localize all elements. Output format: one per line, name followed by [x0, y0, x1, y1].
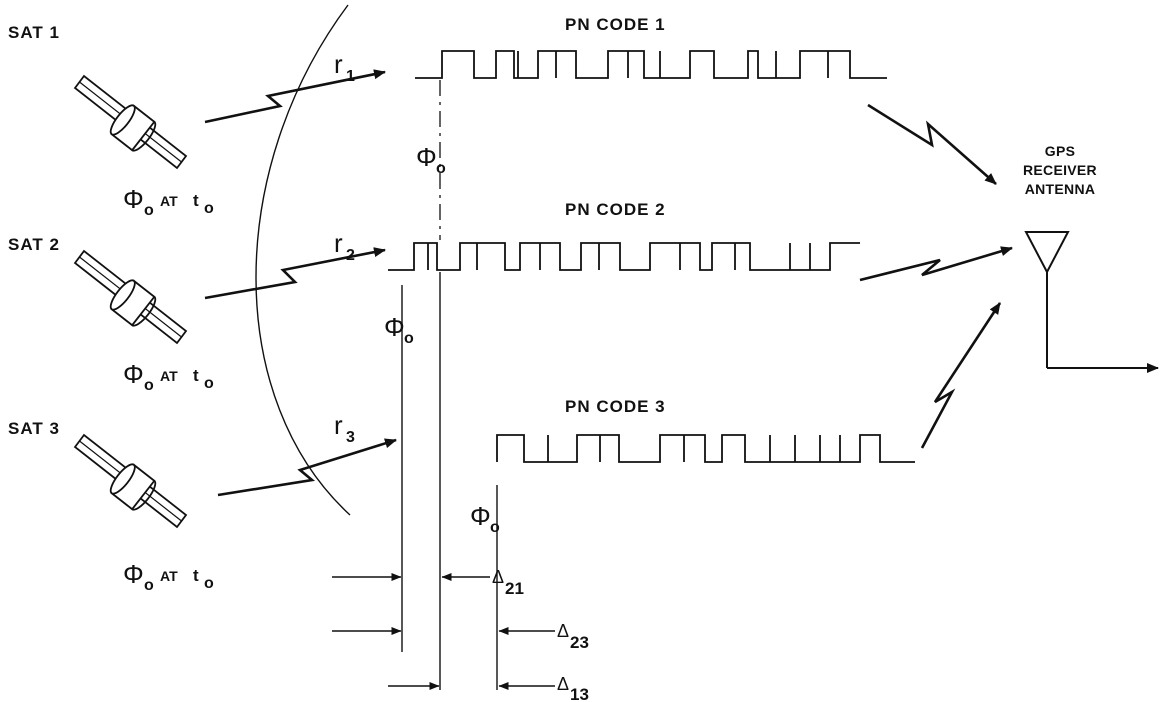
phase-marker-3: Φ o	[470, 501, 500, 536]
sat1-phase-sub: o	[144, 202, 154, 219]
delta-13-label: Δ 13	[557, 674, 589, 702]
satellite-3-icon	[74, 434, 187, 528]
delta-21-symbol: Δ	[492, 567, 504, 587]
range-label-1: r 1	[334, 49, 355, 85]
range-1-symbol: r	[334, 49, 343, 79]
sat2-epoch-caption: Φ o AT t o	[123, 359, 214, 394]
antenna-icon	[1024, 231, 1159, 373]
receiver-label-line1: GPS	[1045, 143, 1075, 159]
receiver-beam-3	[920, 302, 1002, 449]
sat2-at: AT	[160, 368, 178, 384]
sat1-at: AT	[160, 193, 178, 209]
sat2-phase-sub: o	[144, 377, 154, 394]
receiver-beam-1	[867, 103, 997, 185]
sat3-time-symbol: t	[193, 566, 200, 585]
sat2-phase-symbol: Φ	[123, 359, 144, 389]
sat2-label: SAT 2	[8, 235, 60, 254]
range-1-sub: 1	[346, 68, 355, 85]
sat1-time-symbol: t	[193, 191, 200, 210]
range-2-sub: 2	[346, 247, 355, 264]
sat2-time-sub: o	[204, 375, 214, 392]
sat2-time-symbol: t	[193, 366, 200, 385]
phase-marker-2: Φ o	[384, 312, 414, 347]
sat3-at: AT	[160, 568, 178, 584]
phase-marker-3-sub: o	[490, 519, 500, 536]
delta-measurements	[332, 573, 555, 690]
receiver-label-line3: ANTENNA	[1025, 181, 1096, 197]
pn-code-2-label: PN CODE 2	[565, 200, 666, 219]
delta-23-symbol: Δ	[557, 621, 569, 641]
delta-13-sub: 13	[570, 685, 589, 702]
sat3-label: SAT 3	[8, 419, 60, 438]
phase-marker-2-symbol: Φ	[384, 312, 405, 342]
satellite-1-icon	[74, 75, 187, 169]
sat3-time-sub: o	[204, 575, 214, 592]
range-label-2: r 2	[334, 228, 355, 264]
phase-marker-3-symbol: Φ	[470, 501, 491, 531]
pn-code-1-label: PN CODE 1	[565, 15, 666, 34]
pn-code-1-waveform	[415, 50, 887, 79]
delta-23-sub: 23	[570, 633, 589, 652]
sat3-phase-sub: o	[144, 577, 154, 594]
delta-23-label: Δ 23	[557, 621, 589, 652]
phase-marker-1: Φ o	[416, 142, 446, 177]
receiver-beam-2	[859, 246, 1013, 282]
sat1-epoch-caption: Φ o AT t o	[123, 184, 214, 219]
pn-code-2-waveform	[388, 242, 860, 271]
sat1-time-sub: o	[204, 200, 214, 217]
phase-marker-2-sub: o	[404, 330, 414, 347]
delta-13-symbol: Δ	[557, 674, 569, 694]
delta-21-label: Δ 21	[492, 567, 524, 598]
range-label-3: r 3	[334, 410, 355, 446]
delta-21-sub: 21	[505, 579, 524, 598]
sat1-label: SAT 1	[8, 23, 60, 42]
signal-beam-2	[204, 247, 386, 300]
range-arc	[255, 4, 351, 516]
sat3-epoch-caption: Φ o AT t o	[123, 559, 214, 594]
range-3-symbol: r	[334, 410, 343, 440]
phase-marker-1-symbol: Φ	[416, 142, 437, 172]
sat1-phase-symbol: Φ	[123, 184, 144, 214]
phase-marker-1-sub: o	[436, 160, 446, 177]
sat3-phase-symbol: Φ	[123, 559, 144, 589]
satellite-2-icon	[74, 250, 187, 344]
receiver-label: GPS RECEIVER ANTENNA	[1023, 143, 1097, 197]
signal-beam-3	[217, 438, 397, 497]
range-3-sub: 3	[346, 429, 355, 446]
range-2-symbol: r	[334, 228, 343, 258]
pn-code-3-label: PN CODE 3	[565, 397, 666, 416]
signal-beam-1	[204, 69, 386, 124]
receiver-label-line2: RECEIVER	[1023, 162, 1097, 178]
pn-code-3-waveform	[496, 434, 915, 463]
